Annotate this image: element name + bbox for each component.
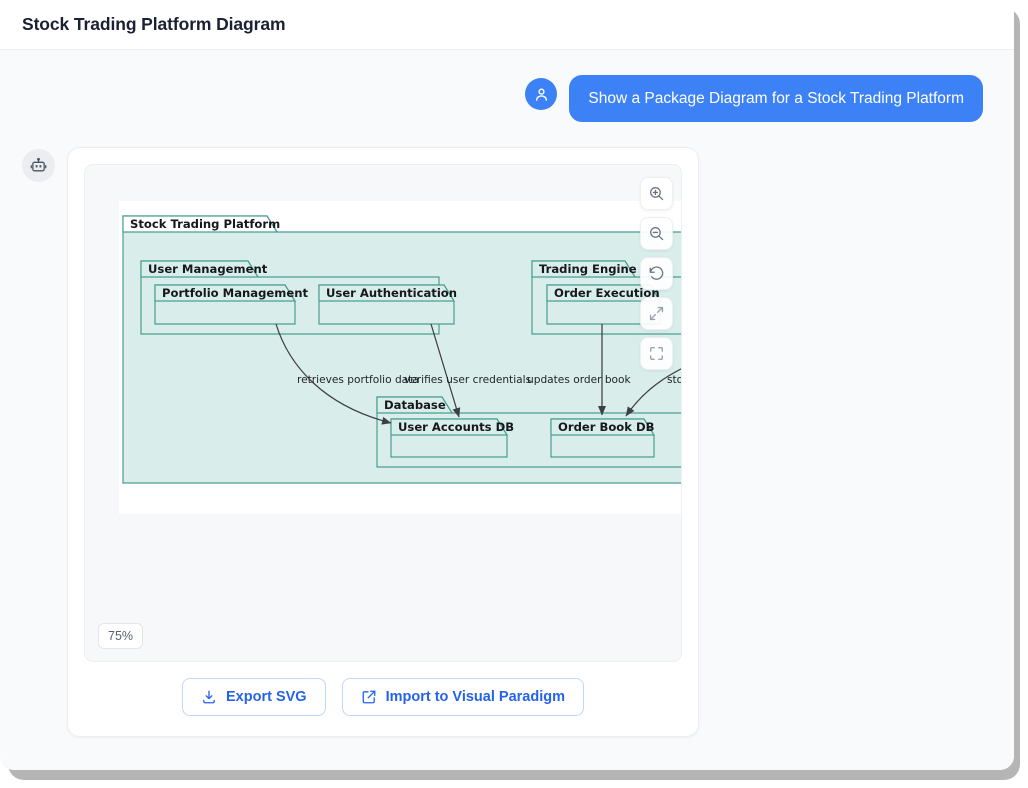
package-tab [376, 396, 454, 414]
package-portfolio-management[interactable]: Portfolio Management [154, 284, 308, 325]
user-icon [535, 88, 547, 101]
package-user-accounts-db[interactable]: User Accounts DB [390, 418, 514, 458]
app-window: Stock Trading Platform Diagram Show a Pa… [0, 0, 1014, 770]
export-svg-button[interactable]: Export SVG [182, 678, 326, 716]
diagram-toolbar [640, 177, 673, 370]
zoom-out-icon [650, 227, 664, 241]
package-tab [531, 260, 637, 278]
package-label: Trading Engine [539, 262, 637, 276]
package-tab [318, 284, 456, 302]
edge-portfolio-to-user-accounts: retrieves portfolio data [275, 323, 419, 425]
user-avatar [525, 78, 558, 110]
robot-icon [30, 157, 47, 172]
edge-line [625, 368, 681, 417]
import-visual-paradigm-label: Import to Visual Paradigm [385, 689, 565, 705]
zoom-in-icon [650, 187, 664, 201]
package-tab [390, 418, 509, 436]
edge-label: sto [667, 374, 682, 386]
card-actions: Export SVG Import to Visual Paradigm [84, 678, 682, 716]
zoom-out-button[interactable] [640, 217, 673, 250]
edge-label: verifies user credentials [404, 374, 531, 386]
package-label: User Accounts DB [398, 420, 514, 434]
bot-avatar [22, 149, 55, 182]
export-svg-label: Export SVG [226, 689, 307, 705]
package-label: User Authentication [326, 286, 457, 300]
import-visual-paradigm-button[interactable]: Import to Visual Paradigm [341, 678, 584, 716]
expand-arrows-icon [649, 306, 664, 321]
package-diagram-svg: Stock Trading Platform User Management [122, 215, 682, 484]
fit-frame-icon [650, 347, 663, 360]
zoom-level-badge[interactable]: 75% [98, 623, 144, 649]
package-tab [154, 284, 297, 302]
assistant-message-row: Stock Trading Platform User Management [22, 147, 699, 737]
expand-button[interactable] [640, 297, 673, 330]
package-tab [140, 260, 260, 278]
package-label: Order Book DB [558, 420, 655, 434]
external-link-icon [362, 690, 375, 704]
edge-line [430, 323, 461, 418]
edge-order-matching-to-order-book: sto [625, 368, 682, 417]
fit-to-screen-button[interactable] [640, 337, 673, 370]
reset-rotate-icon [649, 266, 664, 280]
package-label: Portfolio Management [162, 286, 308, 300]
package-tab [122, 215, 279, 233]
chat-body: Show a Package Diagram for a Stock Tradi… [0, 50, 1014, 770]
edge-label: updates order book [527, 374, 632, 386]
edge-order-execution-to-order-book: updates order book [527, 324, 632, 416]
diagram-viewport[interactable]: Stock Trading Platform User Management [84, 164, 682, 662]
diagram-canvas: Stock Trading Platform User Management [119, 201, 682, 514]
zoom-in-button[interactable] [640, 177, 673, 210]
edge-line [275, 323, 392, 425]
package-tab [550, 418, 656, 436]
package-order-book-db[interactable]: Order Book DB [550, 418, 656, 458]
edge-label: retrieves portfolio data [297, 374, 419, 386]
package-label: Database [384, 398, 446, 412]
diagram-result-card: Stock Trading Platform User Management [67, 147, 699, 737]
package-label: User Management [148, 262, 268, 276]
package-label: Order Execution [554, 286, 660, 300]
user-message-bubble: Show a Package Diagram for a Stock Tradi… [569, 75, 983, 123]
page-title: Stock Trading Platform Diagram [22, 14, 286, 34]
reset-view-button[interactable] [640, 257, 673, 290]
package-user-authentication[interactable]: User Authentication [318, 284, 457, 325]
user-message-row: Show a Package Diagram for a Stock Tradi… [525, 75, 983, 123]
title-bar: Stock Trading Platform Diagram [0, 0, 1014, 50]
edge-authentication-to-user-accounts: verifies user credentials [404, 323, 531, 418]
package-label: Stock Trading Platform [130, 217, 280, 231]
download-icon [203, 690, 215, 704]
